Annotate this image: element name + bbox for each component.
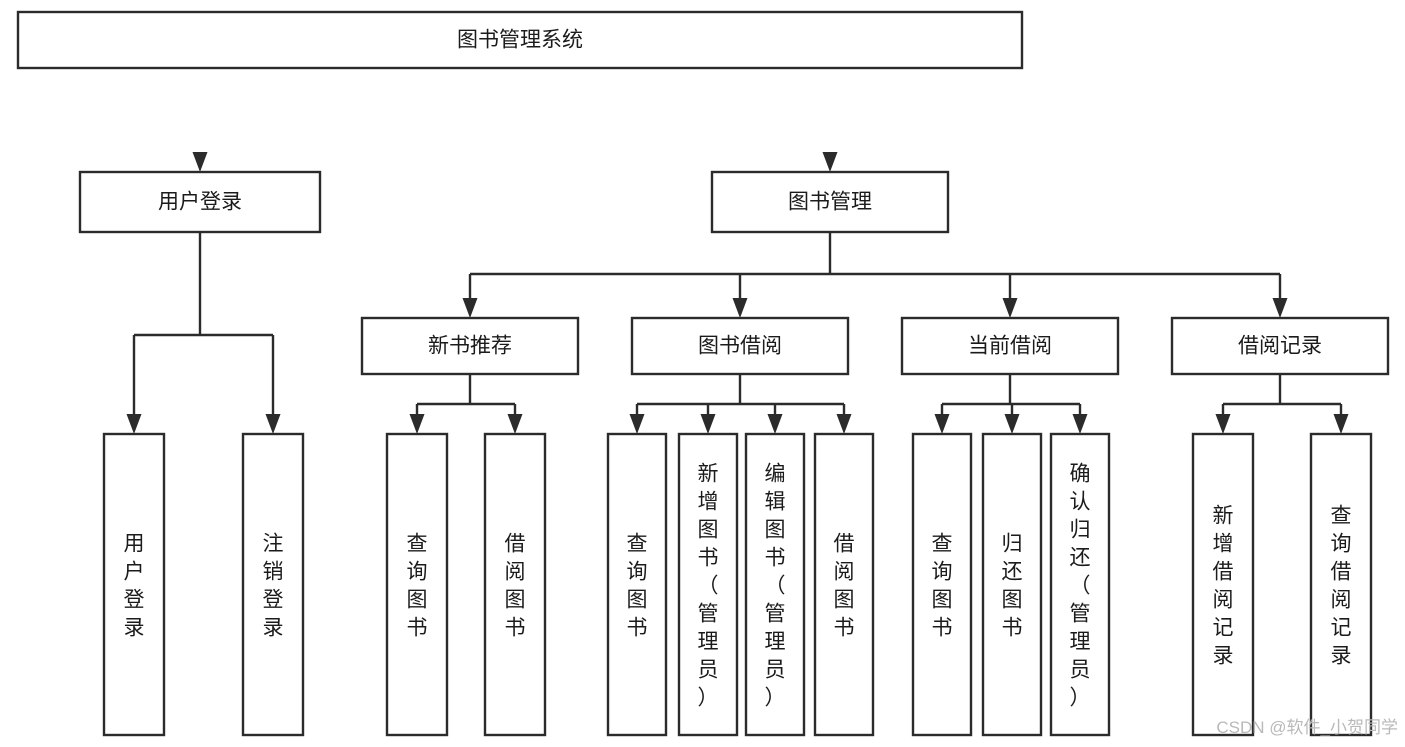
node-label-leaf-add-borrow-record: 新增借阅记录: [1213, 504, 1234, 667]
node-label-book-borrow: 图书借阅: [698, 335, 782, 358]
node-box-leaf-add-book-admin: [677, 432, 739, 737]
node-label-borrow-record: 借阅记录: [1238, 335, 1322, 358]
node-leaf-add-borrow-record[interactable]: 新增借阅记录: [1191, 432, 1255, 737]
node-box-book-borrow: [630, 316, 850, 376]
node-label-leaf-query-book-borrow: 查询图书: [627, 532, 648, 639]
node-box-leaf-borrow-book-recommend: [483, 432, 547, 737]
node-label-new-book-recommend: 新书推荐: [428, 335, 512, 358]
node-box-leaf-confirm-return-admin: [1049, 432, 1111, 737]
node-borrow-record[interactable]: 借阅记录: [1170, 316, 1390, 376]
node-book-borrow[interactable]: 图书借阅: [630, 316, 850, 376]
node-user-login[interactable]: 用户登录: [78, 170, 322, 234]
node-leaf-logout[interactable]: 注销登录: [241, 432, 305, 737]
node-label-leaf-query-book-recommend: 查询图书: [407, 532, 428, 639]
node-box-leaf-query-borrow-record: [1309, 432, 1373, 737]
connector-layer: [127, 68, 1349, 434]
node-label-leaf-confirm-return-admin: 确认归还（管理员）: [1070, 462, 1091, 709]
node-leaf-query-borrow-record[interactable]: 查询借阅记录: [1309, 432, 1373, 737]
node-box-leaf-user-login: [102, 432, 166, 737]
node-label-leaf-edit-book-admin: 编辑图书（管理员）: [765, 462, 786, 709]
node-layer: 图书管理系统用户登录图书管理新书推荐图书借阅当前借阅借阅记录用户登录注销登录查询…: [16, 10, 1390, 737]
node-book-manage[interactable]: 图书管理: [710, 170, 950, 234]
node-label-root: 图书管理系统: [457, 29, 583, 52]
node-leaf-query-book-current[interactable]: 查询图书: [911, 432, 973, 737]
node-new-book-recommend[interactable]: 新书推荐: [360, 316, 580, 376]
node-label-leaf-query-borrow-record: 查询借阅记录: [1331, 504, 1352, 667]
node-label-leaf-add-book-admin: 新增图书（管理员）: [698, 462, 719, 709]
node-leaf-borrow-book[interactable]: 借阅图书: [813, 432, 875, 737]
node-root[interactable]: 图书管理系统: [16, 10, 1024, 70]
node-leaf-edit-book-admin[interactable]: 编辑图书（管理员）: [744, 432, 806, 737]
node-box-leaf-edit-book-admin: [744, 432, 806, 737]
node-label-leaf-borrow-book-recommend: 借阅图书: [505, 532, 526, 639]
node-box-leaf-query-book-recommend: [385, 432, 449, 737]
node-label-leaf-query-book-current: 查询图书: [932, 532, 953, 639]
node-label-user-login: 用户登录: [158, 191, 242, 214]
node-leaf-confirm-return-admin[interactable]: 确认归还（管理员）: [1049, 432, 1111, 737]
node-box-leaf-add-borrow-record: [1191, 432, 1255, 737]
node-label-book-manage: 图书管理: [788, 191, 872, 214]
csdn-watermark: CSDN @软件_小贺同学: [1216, 718, 1398, 737]
node-label-leaf-logout: 注销登录: [263, 532, 284, 639]
node-box-leaf-return-book: [981, 432, 1043, 737]
node-leaf-add-book-admin[interactable]: 新增图书（管理员）: [677, 432, 739, 737]
node-leaf-borrow-book-recommend[interactable]: 借阅图书: [483, 432, 547, 737]
node-label-leaf-user-login: 用户登录: [124, 532, 145, 639]
node-leaf-query-book-recommend[interactable]: 查询图书: [385, 432, 449, 737]
node-box-borrow-record: [1170, 316, 1390, 376]
node-leaf-user-login[interactable]: 用户登录: [102, 432, 166, 737]
node-box-new-book-recommend: [360, 316, 580, 376]
node-box-leaf-logout: [241, 432, 305, 737]
node-label-current-borrow: 当前借阅: [968, 335, 1052, 358]
node-label-leaf-borrow-book: 借阅图书: [834, 532, 855, 639]
node-label-leaf-return-book: 归还图书: [1002, 532, 1023, 639]
node-box-user-login: [78, 170, 322, 234]
node-box-book-manage: [710, 170, 950, 234]
node-box-current-borrow: [900, 316, 1120, 376]
node-box-leaf-query-book-borrow: [606, 432, 668, 737]
node-leaf-query-book-borrow[interactable]: 查询图书: [606, 432, 668, 737]
node-box-leaf-query-book-current: [911, 432, 973, 737]
node-leaf-return-book[interactable]: 归还图书: [981, 432, 1043, 737]
node-current-borrow[interactable]: 当前借阅: [900, 316, 1120, 376]
node-box-root: [16, 10, 1024, 70]
node-box-leaf-borrow-book: [813, 432, 875, 737]
